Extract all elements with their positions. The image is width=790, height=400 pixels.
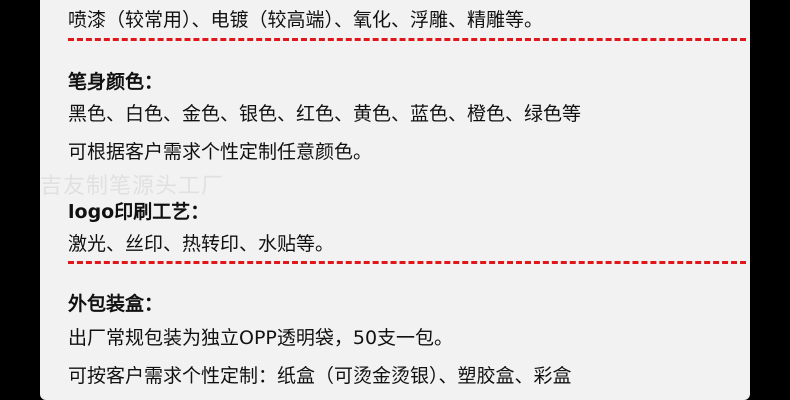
section-divider (68, 38, 746, 41)
section-divider (68, 261, 746, 264)
pen-color-heading: 笔身颜色： (68, 71, 164, 93)
pen-color-options: 黑色、白色、金色、银色、红色、黄色、蓝色、橙色、绿色等 (68, 103, 582, 125)
logo-print-heading: logo印刷工艺： (68, 201, 210, 223)
packaging-custom: 可按客户需求个性定制：纸盒（可烫金烫银）、塑胶盒、彩盒 (68, 365, 572, 387)
spec-card: 喷漆（较常用）、电镀（较高端）、氧化、浮雕、精雕等。 笔身颜色： 黑色、白色、金… (40, 0, 750, 400)
packaging-heading: 外包装盒： (68, 293, 164, 315)
watermark: 吉友制笔源头工厂 (40, 174, 225, 199)
logo-print-methods: 激光、丝印、热转印、水贴等。 (68, 233, 335, 255)
pen-color-custom: 可根据客户需求个性定制任意颜色。 (68, 141, 373, 163)
process-line: 喷漆（较常用）、电镀（较高端）、氧化、浮雕、精雕等。 (68, 9, 544, 31)
packaging-standard: 出厂常规包装为独立OPP透明袋，50支一包。 (68, 327, 454, 349)
